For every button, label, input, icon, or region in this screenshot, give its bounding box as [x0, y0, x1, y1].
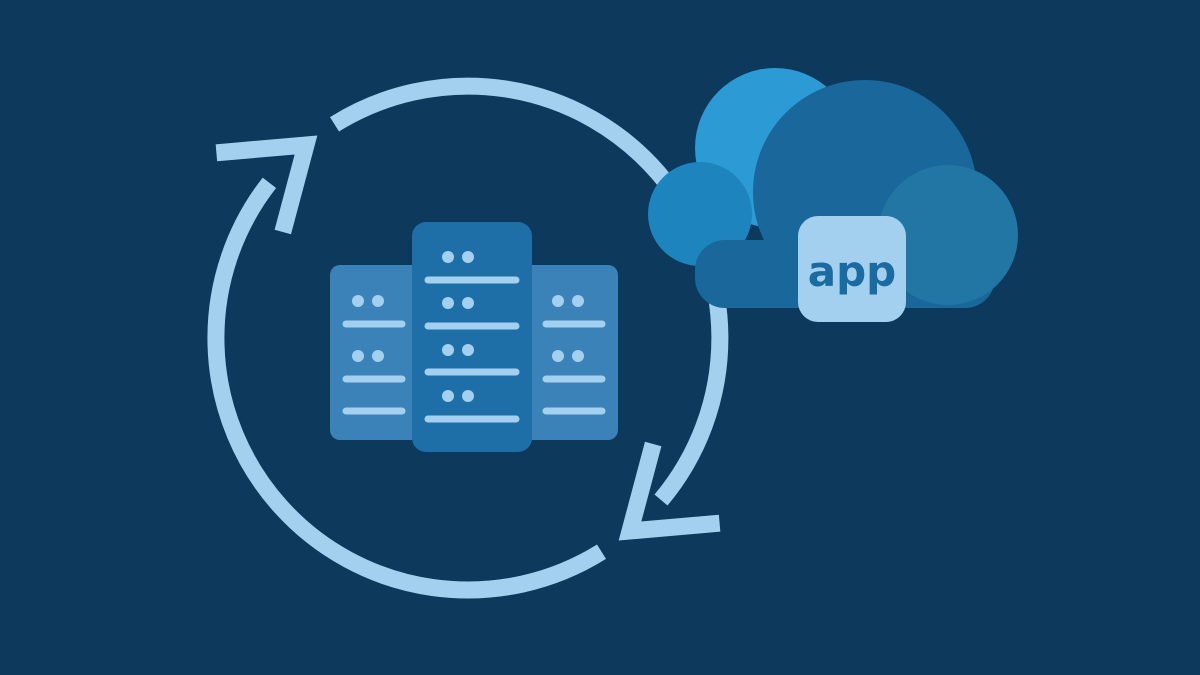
server-led-dot — [552, 350, 564, 362]
sync-arc-bottom — [207, 177, 606, 599]
server-led-dot — [442, 251, 454, 263]
server-led-dot — [352, 295, 364, 307]
server-led-dot — [462, 297, 474, 309]
server-led-dot — [462, 390, 474, 402]
sync-cycle-icon — [207, 77, 729, 599]
server-led-dot — [372, 350, 384, 362]
server-rack-icon — [330, 222, 618, 452]
server-led-dot — [572, 350, 584, 362]
server-led-dot — [462, 251, 474, 263]
server-led-dot — [552, 295, 564, 307]
sync-arc-top — [330, 77, 729, 506]
app-badge: app — [798, 216, 906, 322]
server-led-dot — [462, 344, 474, 356]
server-led-dot — [352, 350, 364, 362]
app-label: app — [808, 247, 896, 296]
app-badge-background — [798, 216, 906, 322]
server-led-dot — [442, 344, 454, 356]
arrowhead-down-icon — [618, 441, 721, 541]
cloud-right-bump — [878, 165, 1018, 305]
arrowhead-up-icon — [215, 135, 318, 235]
cloud-icon — [648, 68, 1018, 308]
server-led-dot — [442, 390, 454, 402]
server-led-dot — [372, 295, 384, 307]
server-led-dot — [442, 297, 454, 309]
server-led-dot — [572, 295, 584, 307]
server-middle — [412, 222, 532, 452]
